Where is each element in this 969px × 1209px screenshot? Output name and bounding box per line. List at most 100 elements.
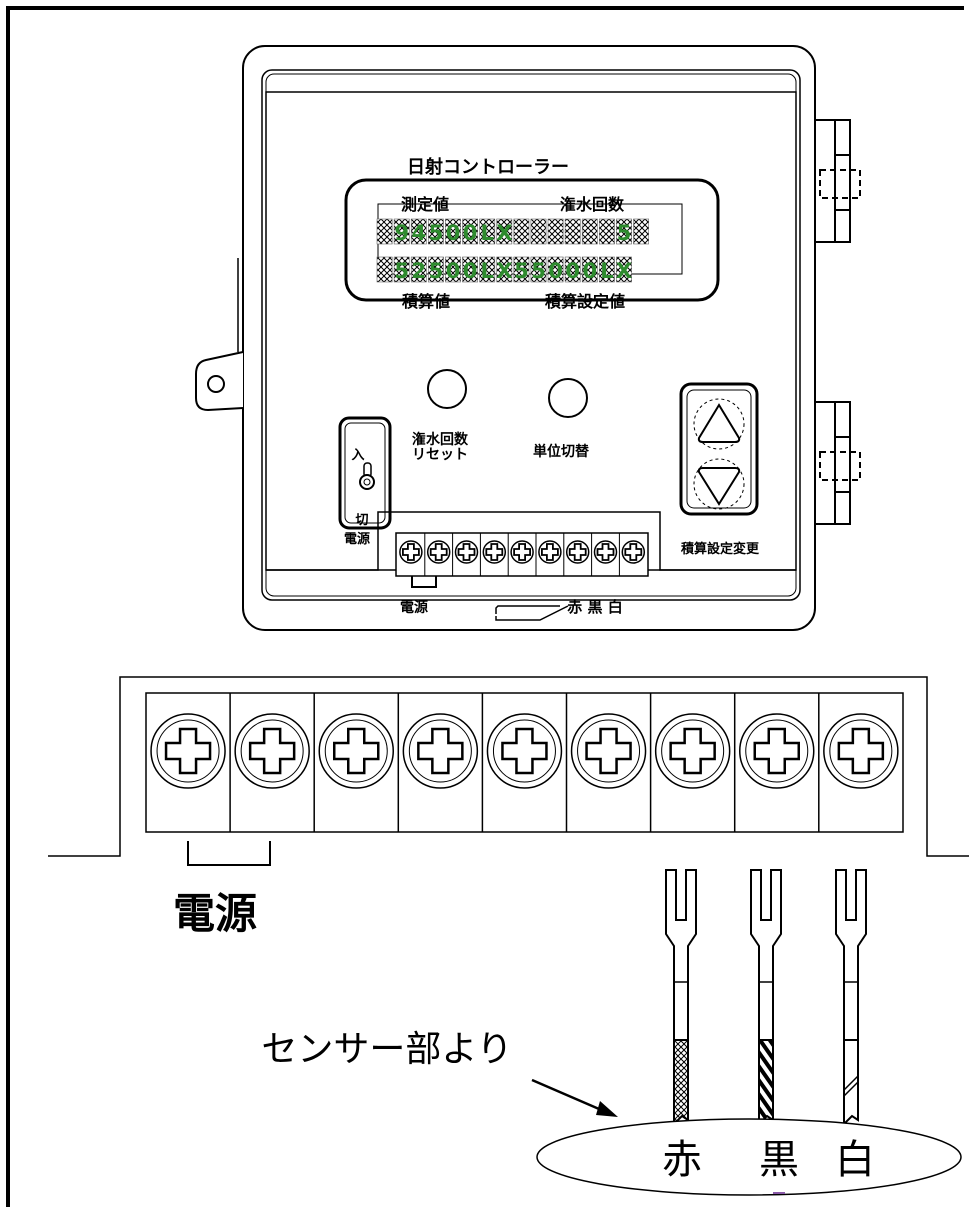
- sensor-wire-red-label: 赤: [662, 1137, 702, 1183]
- large-power-label: 電源: [173, 889, 257, 938]
- arrow-icon: [531, 1078, 618, 1117]
- large-terminal-block: 電源: [48, 676, 969, 938]
- switch-on-label: 入: [351, 448, 364, 463]
- lcd-char: X: [496, 259, 512, 283]
- accum-setting-change-label: 積算設定変更: [680, 541, 760, 557]
- lcd-cell: [376, 256, 393, 283]
- large-terminal-screws: [150, 693, 899, 832]
- lcd-char: 0: [565, 259, 580, 283]
- sensor-wire-black-label: 黒: [759, 1137, 799, 1183]
- lcd-cell: 0: [564, 256, 581, 283]
- power-bracket: [187, 841, 271, 866]
- lcd-cell: 0: [462, 256, 478, 283]
- terminal-screw: [649, 693, 731, 832]
- wire-red: [673, 1039, 689, 1127]
- lcd-char: X: [616, 259, 632, 283]
- lcd-char: L: [481, 259, 494, 283]
- up-key[interactable]: [693, 398, 745, 450]
- irrigation-reset-button[interactable]: [427, 369, 467, 409]
- wire-lug-red: [665, 869, 697, 1127]
- lcd-cell: [581, 218, 598, 245]
- terminal-screw: [565, 693, 647, 832]
- sensor-from-label: センサー部より: [261, 1029, 512, 1070]
- lcd-cell: [598, 218, 615, 245]
- label-measured: 測定値: [401, 195, 449, 214]
- mounting-hole: [207, 375, 225, 393]
- lcd-char: 5: [429, 259, 444, 283]
- irrigation-reset-label-2: リセット: [412, 447, 468, 463]
- lcd-cell: 5: [530, 256, 547, 283]
- label-accumulated-setting: 積算設定値: [544, 292, 625, 311]
- lcd-cell: 2: [410, 256, 427, 283]
- lcd-cell: 4: [410, 218, 427, 245]
- small-terminal-screw: [479, 533, 507, 576]
- lcd-char: 5: [531, 259, 546, 283]
- lcd-cell: 0: [445, 218, 461, 245]
- small-terminal-screw: [535, 533, 562, 576]
- mounting-ear: [195, 351, 244, 412]
- terminal-screw: [150, 713, 226, 789]
- controller-inner-border: [261, 69, 801, 601]
- terminal-screw: [481, 693, 563, 832]
- lcd-cell: 5: [427, 256, 444, 283]
- lcd-char: L: [600, 259, 613, 283]
- lcd-char: 0: [446, 259, 461, 283]
- lcd-char: 5: [394, 259, 409, 283]
- lcd-cell: L: [479, 218, 496, 245]
- lcd-cell: L: [479, 256, 496, 283]
- lcd-cell: L: [598, 256, 615, 283]
- lcd-cell: 0: [547, 256, 564, 283]
- terminal-cover: [48, 676, 969, 857]
- up-arrow-icon: [697, 403, 741, 443]
- lcd-cell: [530, 218, 547, 245]
- power-toggle[interactable]: [359, 462, 375, 490]
- terminal-screw: [733, 693, 815, 832]
- hinge-top: [814, 119, 861, 243]
- lcd-char: 5: [514, 259, 529, 283]
- lcd-cell: 0: [462, 218, 478, 245]
- accum-setting-keypad: [679, 382, 759, 516]
- small-terminal-screw: [618, 533, 646, 576]
- lcd-cell: [513, 218, 530, 245]
- small-terminal-screw: [563, 533, 590, 576]
- wire-lug-white: [835, 869, 867, 1127]
- lcd-cell: 0: [581, 256, 598, 283]
- lcd-cell: [564, 218, 581, 245]
- small-power-label: 電源: [400, 599, 428, 616]
- lcd-char: 0: [463, 259, 478, 283]
- unit-switch-button[interactable]: [548, 378, 588, 418]
- small-terminal-screw: [507, 533, 534, 576]
- unit-switch-label: 単位切替: [533, 443, 590, 460]
- lcd-cell: X: [496, 256, 512, 283]
- small-terminal-screw: [424, 533, 451, 576]
- switch-name-label: 電源: [344, 531, 370, 547]
- outer-frame: [6, 6, 964, 1207]
- small-terminal-screw: [452, 533, 479, 576]
- terminal-screw: [818, 693, 899, 832]
- small-terminal-screw: [591, 533, 618, 576]
- lcd-char: 0: [446, 221, 461, 245]
- terminal-screw: [397, 693, 479, 832]
- wire-black: [758, 1039, 774, 1127]
- wire-lug-black: [750, 869, 782, 1127]
- lcd-char: 0: [582, 259, 597, 283]
- hinge-bottom: [814, 401, 861, 525]
- terminal-screw: [229, 693, 310, 832]
- lcd-char: 9: [394, 221, 409, 245]
- lcd-cell: [633, 218, 649, 245]
- label-accumulated: 積算値: [401, 292, 450, 311]
- switch-off-label: 切: [355, 513, 368, 528]
- lcd-cell: 9: [393, 218, 410, 245]
- terminal-screw: [313, 693, 394, 832]
- sensor-wire-white-label: 白: [835, 1137, 875, 1183]
- down-key[interactable]: [693, 458, 745, 510]
- lcd-cell: X: [616, 256, 632, 283]
- lcd-char: 0: [463, 221, 478, 245]
- irrigation-reset-label-1: 潅水回数: [412, 431, 469, 448]
- lcd-cell: [547, 218, 564, 245]
- sensor-wires: [665, 869, 867, 1127]
- lcd-cell: 5: [427, 218, 444, 245]
- small-terminal-screw: [399, 540, 423, 564]
